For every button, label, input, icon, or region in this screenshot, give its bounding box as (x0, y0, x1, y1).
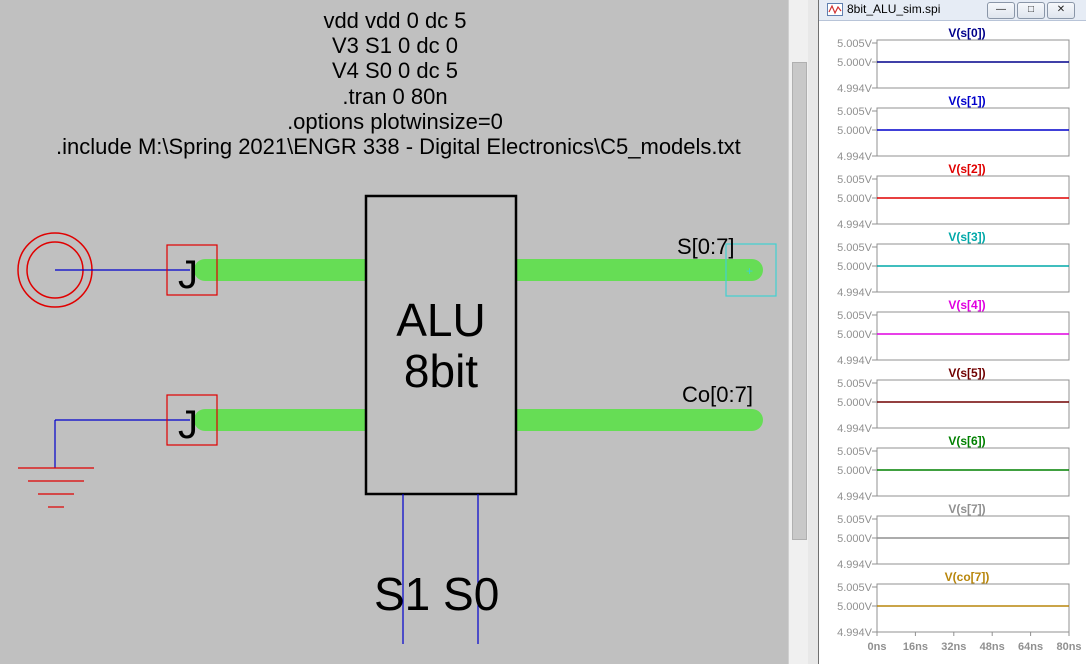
y-tick-label: 4.994V (837, 559, 873, 571)
y-tick-label: 5.000V (837, 57, 873, 69)
output-port-s[interactable] (725, 243, 777, 297)
control-net-labels[interactable]: S1 S0 (374, 568, 499, 620)
y-tick-label: 5.005V (837, 310, 873, 322)
y-tick-label: 5.000V (837, 193, 873, 205)
y-tick-label: 5.000V (837, 329, 873, 341)
spice-directive-include[interactable]: .include M:\Spring 2021\ENGR 338 - Digit… (56, 134, 741, 159)
series-name-label[interactable]: V(s[1]) (948, 94, 985, 108)
port-crosshair-icon: + (746, 264, 753, 278)
series-name-label[interactable]: V(s[5]) (948, 366, 985, 380)
y-tick-label: 5.000V (837, 465, 873, 477)
spice-directive-v3[interactable]: V3 S1 0 dc 0 (332, 33, 458, 58)
schematic-canvas[interactable]: vdd vdd 0 dc 5 V3 S1 0 dc 0 V4 S0 0 dc 5… (0, 0, 790, 664)
y-tick-label: 5.000V (837, 397, 873, 409)
y-tick-label: 4.994V (837, 287, 873, 299)
waveform-pane[interactable] (876, 311, 1070, 361)
s-bus-label[interactable]: S[0:7] (677, 234, 734, 259)
waveform-pane[interactable] (876, 107, 1070, 157)
y-tick-label: 4.994V (837, 491, 873, 503)
waveform-pane[interactable] (876, 515, 1070, 565)
series-name-label[interactable]: V(s[0]) (948, 26, 985, 40)
y-tick-label: 5.000V (837, 601, 873, 613)
waveform-pane[interactable] (876, 379, 1070, 429)
spice-directive-v4[interactable]: V4 S0 0 dc 5 (332, 58, 458, 83)
series-name-label[interactable]: V(co[7]) (945, 570, 990, 584)
plot-window-titlebar[interactable]: 8bit_ALU_sim.spi — □ ✕ (819, 0, 1086, 21)
co-bus-label[interactable]: Co[0:7] (682, 382, 753, 407)
y-tick-label: 4.994V (837, 627, 873, 639)
y-tick-label: 4.994V (837, 423, 873, 435)
x-tick-label: 48ns (980, 641, 1005, 653)
plot-window-title: 8bit_ALU_sim.spi (847, 2, 941, 16)
waveform-pane[interactable] (876, 175, 1070, 225)
x-tick-label: 64ns (1018, 641, 1043, 653)
series-name-label[interactable]: V(s[4]) (948, 298, 985, 312)
series-name-label[interactable]: V(s[7]) (948, 502, 985, 516)
y-tick-label: 4.994V (837, 219, 873, 231)
y-tick-label: 5.005V (837, 446, 873, 458)
highlighted-bus-nets[interactable] (194, 259, 763, 431)
minimize-button[interactable]: — (987, 2, 1015, 19)
schematic-drawing: J J + ALU 8bit S[0:7] Co[0:7] S1 S0 (17, 194, 777, 644)
alu-label: ALU (396, 294, 485, 346)
waveform-pane[interactable] (876, 447, 1070, 497)
waveform-plot-window[interactable]: 8bit_ALU_sim.spi — □ ✕ 5.005V 5.000V 4.994… (818, 0, 1086, 664)
y-tick-label: 5.005V (837, 242, 873, 254)
y-tick-label: 5.000V (837, 261, 873, 273)
alu-bits-label: 8bit (404, 345, 478, 397)
waveform-pane[interactable] (876, 39, 1070, 89)
x-tick-label: 16ns (903, 641, 928, 653)
y-tick-label: 5.000V (837, 533, 873, 545)
y-tick-label: 4.994V (837, 151, 873, 163)
close-button[interactable]: ✕ (1047, 2, 1075, 19)
series-name-label[interactable]: V(s[6]) (948, 434, 985, 448)
y-tick-label: 5.000V (837, 125, 873, 137)
junction-label-top: J (178, 253, 198, 297)
y-tick-label: 4.994V (837, 355, 873, 367)
ground-symbol[interactable] (18, 467, 94, 508)
spice-directive-vdd[interactable]: vdd vdd 0 dc 5 (323, 8, 467, 33)
y-tick-label: 5.005V (837, 38, 873, 50)
series-name-label[interactable]: V(s[3]) (948, 230, 985, 244)
y-tick-label: 5.005V (837, 378, 873, 390)
series-name-label[interactable]: V(s[2]) (948, 162, 985, 176)
spice-directive-options[interactable]: .options plotwinsize=0 (287, 109, 503, 134)
y-tick-label: 4.994V (837, 83, 873, 95)
x-tick-label: 0ns (868, 641, 887, 653)
maximize-button[interactable]: □ (1017, 2, 1045, 19)
junction-box-bottom[interactable] (166, 394, 218, 446)
schematic-vertical-scrollbar[interactable] (788, 0, 809, 664)
junction-label-bottom: J (178, 403, 198, 447)
junction-box-top[interactable] (166, 244, 218, 296)
scrollbar-thumb[interactable] (792, 62, 807, 540)
y-tick-label: 5.005V (837, 106, 873, 118)
y-tick-label: 5.005V (837, 514, 873, 526)
spice-directive-tran[interactable]: .tran 0 80n (342, 84, 448, 109)
y-tick-label: 5.005V (837, 582, 873, 594)
waveform-icon (827, 3, 843, 16)
alu-8bit-block[interactable] (364, 194, 518, 496)
x-tick-label: 80ns (1056, 641, 1081, 653)
waveform-plot-area[interactable]: 5.005V 5.000V 4.994V V(s[0]) 5.005V 5.000V 4.9… (819, 20, 1086, 664)
y-tick-label: 5.005V (837, 174, 873, 186)
waveform-pane[interactable] (876, 583, 1070, 633)
waveform-pane[interactable] (876, 243, 1070, 293)
x-tick-label: 32ns (941, 641, 966, 653)
